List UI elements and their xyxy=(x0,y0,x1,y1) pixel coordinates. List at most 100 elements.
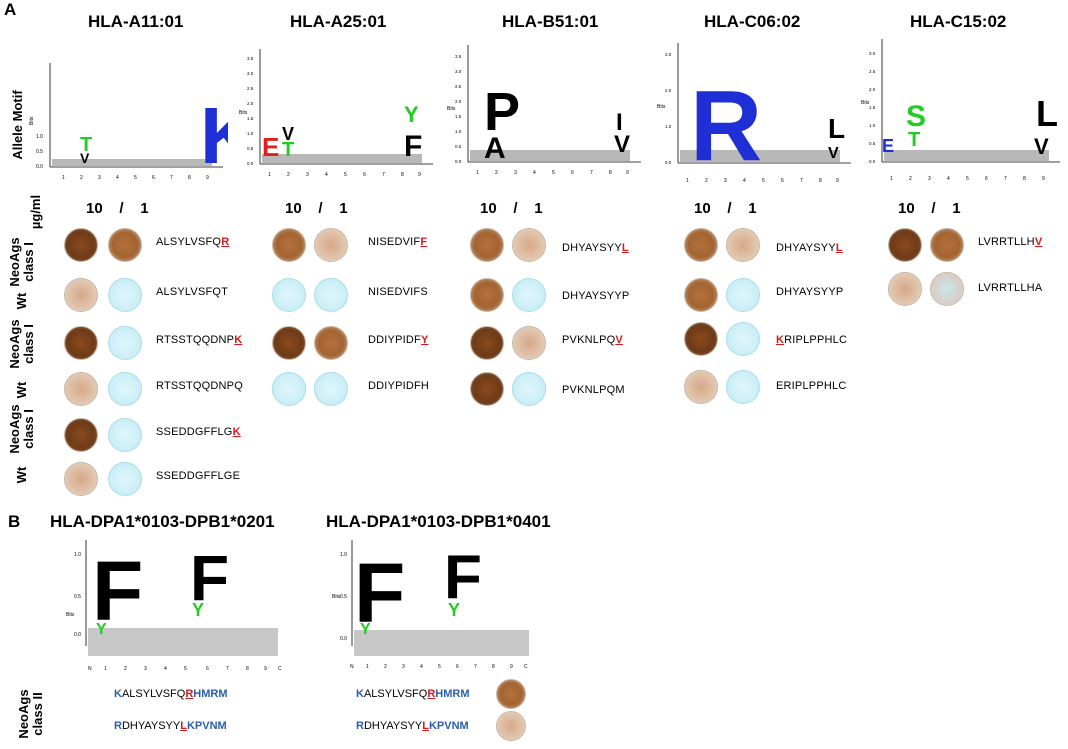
elispot-well xyxy=(684,278,718,312)
row-label-neoags-class-ii: NeoAgs class II xyxy=(16,689,45,739)
y-tick: 0.0 xyxy=(247,161,254,166)
conc-header-c15: 10 / 1 xyxy=(898,200,961,217)
elispot-well xyxy=(470,278,504,312)
peptide-c15-mut1: LVRRTLLHV xyxy=(978,236,1043,248)
y-tick: 2.5 xyxy=(247,86,254,91)
x-tick: 8 xyxy=(188,175,191,181)
y-tick: 0.0 xyxy=(74,632,81,638)
x-tick: N xyxy=(350,664,354,670)
x-tick: C xyxy=(278,666,282,672)
x-tick: 7 xyxy=(226,666,229,672)
elispot-well xyxy=(726,322,760,356)
elispot-well xyxy=(108,462,142,496)
logo-letter-icon: F xyxy=(404,130,422,163)
allele-title-c15: HLA-C15:02 xyxy=(910,12,1007,31)
allele-title-c06: HLA-C06:02 xyxy=(704,12,801,31)
logo-letter-icon: I xyxy=(616,109,623,136)
bits-label: Bits xyxy=(29,116,35,125)
x-tick: 5 xyxy=(966,176,969,182)
peptide-a25-mut1: NISEDVIFF xyxy=(368,236,428,248)
peptide-b51-wt2: PVKNLPQM xyxy=(562,384,625,396)
logo-letter-icon: Y xyxy=(192,600,204,620)
row-label-neoags-3: NeoAgs class I xyxy=(7,404,36,454)
x-tick: 5 xyxy=(552,170,555,176)
row-label-neoags-1: NeoAgs class I xyxy=(7,237,36,287)
x-tick: 9 xyxy=(836,178,839,184)
sequence-logo-dpb0201: Bits 0.0 0.5 1.0 N 1 2 3 4 5 6 7 8 9 C F… xyxy=(66,540,282,672)
elispot-well xyxy=(470,372,504,406)
x-tick: 7 xyxy=(590,170,593,176)
x-tick: 2 xyxy=(705,178,708,184)
peptide-class-ii-2b: RDHYAYSYYLKPVNM xyxy=(356,720,469,732)
elispot-well xyxy=(64,418,98,452)
elispot-well xyxy=(272,278,306,312)
y-tick: 1.5 xyxy=(247,116,254,121)
y-tick: 0.5 xyxy=(340,594,347,600)
x-tick: 1 xyxy=(366,664,369,670)
elispot-well xyxy=(512,228,546,262)
elispot-well xyxy=(684,370,718,404)
x-tick: 4 xyxy=(947,176,950,182)
x-tick: 9 xyxy=(418,172,421,178)
sequence-logo-b51: Bits 0.0 0.5 1.0 1.5 2.0 2.5 3.0 3.5 1 2… xyxy=(447,45,641,176)
y-tick: 1.0 xyxy=(36,134,43,140)
bits-label: Bits xyxy=(447,106,456,112)
sequence-logo-dpb0401: Bits 0.0 0.5 1.0 N 1 2 3 4 5 6 7 8 9 C F… xyxy=(332,540,529,670)
conc-header-a25: 10 / 1 xyxy=(285,200,348,217)
x-tick: 9 xyxy=(206,175,209,181)
y-tick: 0.0 xyxy=(869,159,876,164)
elispot-well xyxy=(684,322,718,356)
x-tick: 1 xyxy=(104,666,107,672)
elispot-well xyxy=(470,228,504,262)
logo-letter-icon: E xyxy=(882,136,894,156)
x-tick: 3 xyxy=(514,170,517,176)
x-tick: 7 xyxy=(170,175,173,181)
peptide-class-ii-2a: RDHYAYSYYLKPVNM xyxy=(114,720,227,732)
x-tick: 7 xyxy=(1004,176,1007,182)
logo-letter-f-icon: F xyxy=(190,542,229,614)
y-tick: 2.0 xyxy=(455,99,462,104)
elispot-well xyxy=(108,228,142,262)
row-label-wt-3: Wt xyxy=(14,466,29,484)
logo-letter-icon: T xyxy=(282,139,294,161)
y-tick: 1.5 xyxy=(455,114,462,119)
y-tick: 2.0 xyxy=(869,87,876,92)
x-tick: 3 xyxy=(306,172,309,178)
peptide-c06-mut2: KRIPLPPHLC xyxy=(776,334,848,346)
x-tick: 5 xyxy=(438,664,441,670)
y-tick: 0.0 xyxy=(36,164,43,170)
logo-letter-f-icon: F xyxy=(444,543,482,612)
y-tick: 3.0 xyxy=(247,71,254,76)
logo-letter-icon: V xyxy=(1034,134,1049,159)
y-tick: 0.5 xyxy=(455,144,462,149)
logo-letter-f-icon: F xyxy=(354,546,405,640)
x-tick: 2 xyxy=(909,176,912,182)
allele-title-b51: HLA-B51:01 xyxy=(502,12,599,31)
x-tick: 9 xyxy=(626,170,629,176)
bits-label: Bits xyxy=(66,612,75,618)
peptide-a11-mut3: SSEDDGFFLGK xyxy=(156,426,241,438)
sequence-logo-c06: Bits 0.0 1.0 2.0 3.0 1 2 3 4 5 6 7 8 9 R… xyxy=(657,43,851,184)
logo-letter-icon: E xyxy=(262,132,279,162)
elispot-well xyxy=(512,372,546,406)
x-tick: 3 xyxy=(98,175,101,181)
conc-header-b51: 10 / 1 xyxy=(480,200,543,217)
logo-letter-f-icon: F xyxy=(92,544,143,638)
bits-label: Bits xyxy=(861,100,870,106)
peptide-c06-mut1: DHYAYSYYL xyxy=(776,242,843,254)
x-tick: 1 xyxy=(890,176,893,182)
x-tick: 8 xyxy=(401,172,404,178)
x-tick: 3 xyxy=(724,178,727,184)
logo-letter-icon: L xyxy=(1036,93,1058,134)
row-label-conc-unit: µg/ml xyxy=(28,194,43,230)
peptide-a11-wt1: ALSYLVSFQT xyxy=(156,286,229,298)
y-tick: 0.0 xyxy=(665,160,672,165)
y-tick: 3.5 xyxy=(247,56,254,61)
x-tick: 3 xyxy=(144,666,147,672)
y-tick: 0.5 xyxy=(247,146,254,151)
peptide-a11-wt3: SSEDDGFFLGE xyxy=(156,470,241,482)
bits-label: Bits xyxy=(239,110,248,116)
y-tick: 1.0 xyxy=(869,123,876,128)
elispot-well xyxy=(314,228,348,262)
row-label-wt-1: Wt xyxy=(14,292,29,310)
